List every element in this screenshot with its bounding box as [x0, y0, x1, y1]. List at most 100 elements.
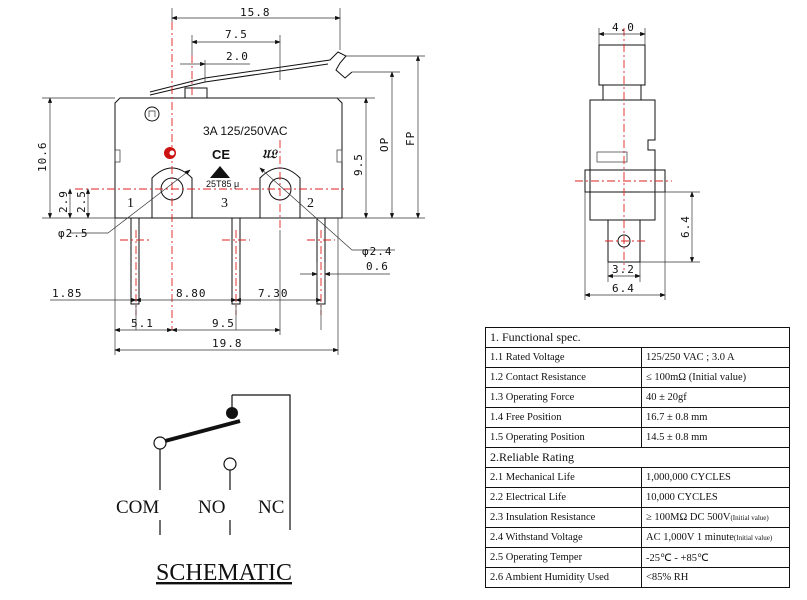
dim-5-1: 5.1 — [131, 317, 154, 330]
spec-label: 2.2 Electrical Life — [485, 487, 642, 508]
spec-row: 2.6 Ambient Humidity Used<85% RH — [485, 567, 790, 588]
spec-value: 1,000,000 CYCLES — [641, 467, 790, 488]
schematic-title: SCHEMATIC — [156, 560, 292, 586]
rivet-mark — [148, 110, 156, 117]
side-flange — [584, 169, 666, 193]
spec-label: 1.4 Free Position — [485, 407, 642, 428]
spec-value: 10,000 CYCLES — [641, 487, 790, 508]
spec-section-header: 1. Functional spec. — [485, 327, 790, 348]
spec-section-header: 2.Reliable Rating — [485, 447, 790, 468]
dim-9-5-vertical: 9.5 — [352, 153, 365, 176]
spec-value-note: (Initial value) — [733, 534, 773, 542]
dim-2-0: 2.0 — [226, 50, 249, 63]
spec-value: AC 1,000V 1 minute(Initial value) — [641, 527, 790, 548]
spec-value-text: -25℃ - +85℃ — [646, 552, 709, 564]
lever-inner — [149, 63, 329, 96]
dim-fp: FP — [404, 131, 417, 146]
spec-value-text: 1,000,000 CYCLES — [646, 472, 731, 483]
leader-phi2-5-arrow — [107, 169, 191, 234]
lever — [149, 51, 353, 93]
schematic-no-terminal — [223, 457, 237, 471]
spec-row: 1.5 Operating Position 14.5 ± 0.8 mm — [485, 427, 790, 448]
cert-code: 25T85 μ — [206, 179, 239, 189]
spec-label: 2.3 Insulation Resistance — [485, 507, 642, 528]
spec-value-text: 10,000 CYCLES — [646, 492, 718, 503]
dim-phi2-4: φ2.4 — [362, 245, 393, 258]
spec-value-text: ≤ 100mΩ (Initial value) — [646, 372, 747, 383]
spec-value: 14.5 ± 0.8 mm — [641, 427, 790, 448]
dim-15-8: 15.8 — [240, 6, 271, 19]
leader-phi2-4-arrow — [259, 167, 353, 251]
dim-6-4-vertical: 6.4 — [679, 215, 692, 238]
dim-1-85: 1.85 — [52, 287, 83, 300]
spec-label: 1.2 Contact Resistance — [485, 367, 642, 388]
dim-op: OP — [378, 137, 391, 152]
spec-value: 40 ± 20gf — [641, 387, 790, 408]
spec-label: 2.5 Operating Temper — [485, 547, 642, 568]
schematic-nc-label: NC — [258, 497, 284, 518]
cert-mark-red-icon — [164, 147, 176, 159]
dim-8-80: 8.80 — [176, 287, 207, 300]
spec-value-text: AC 1,000V 1 minute — [646, 532, 734, 543]
pin-label-3: 3 — [221, 196, 228, 211]
dim-7-5: 7.5 — [225, 28, 248, 41]
spec-label: 2.1 Mechanical Life — [485, 467, 642, 488]
side-body — [589, 99, 656, 221]
spec-label: 2.4 Withstand Voltage — [485, 527, 642, 548]
ce-mark-icon: CE — [212, 147, 230, 162]
side-plunger — [598, 44, 646, 86]
spec-row: 2.3 Insulation Resistance≥ 100MΩ DC 500V… — [485, 507, 790, 528]
plunger — [184, 87, 208, 99]
dim-0-6: 0.6 — [366, 260, 389, 273]
spec-label: 1.1 Rated Voltage — [485, 347, 642, 368]
spec-row: 1.4 Free Position 16.7 ± 0.8 mm — [485, 407, 790, 428]
body-notch-left — [114, 149, 121, 163]
dim-19-8: 19.8 — [212, 337, 243, 350]
spec-value-text: ≥ 100MΩ DC 500V — [646, 512, 731, 523]
spec-value: 125/250 VAC ; 3.0 A — [641, 347, 790, 368]
spec-row: 2.2 Electrical Life 10,000 CYCLES — [485, 487, 790, 508]
dim-phi2-5: φ2.5 — [58, 227, 89, 240]
schematic-no-label: NO — [198, 497, 225, 518]
spec-value: <85% RH — [641, 567, 790, 588]
dim-10-6: 10.6 — [36, 142, 49, 173]
front-view: 3A 125/250VAC CE 𝔘𝔏 25T85 μ 1 3 2 15.8 7… — [36, 6, 425, 355]
ul-mark-icon: 𝔘𝔏 — [262, 147, 279, 161]
spec-value: ≤ 100mΩ (Initial value) — [641, 367, 790, 388]
dim-7-30: 7.30 — [258, 287, 289, 300]
pin-label-2: 2 — [307, 196, 314, 211]
spec-value-text: 40 ± 20gf — [646, 392, 687, 403]
schematic-com-label: COM — [116, 497, 159, 518]
pin-label-1: 1 — [127, 196, 134, 211]
schematic-com-terminal — [153, 436, 167, 450]
spec-value: ≥ 100MΩ DC 500V(Initial value) — [641, 507, 790, 528]
spec-value-text: 14.5 ± 0.8 mm — [646, 432, 708, 443]
pin-1 — [130, 217, 140, 305]
tuv-triangle-icon — [210, 166, 230, 178]
pin-2 — [316, 217, 326, 305]
spec-section-label: 1. Functional spec. — [485, 327, 790, 348]
dim-2-9: 2.9 — [57, 190, 70, 213]
body-notch-right — [336, 149, 343, 163]
side-slot — [596, 151, 628, 163]
spec-row: 1.2 Contact Resistance ≤ 100mΩ (Initial v… — [485, 367, 790, 388]
dim-4-0: 4.0 — [612, 21, 635, 34]
rivet — [144, 106, 160, 122]
schematic-contact-arm — [164, 419, 241, 443]
spec-row: 2.5 Operating Temper -25℃ - +85℃ — [485, 547, 790, 568]
dim-2-5: 2.5 — [75, 190, 88, 213]
side-plunger-base — [602, 84, 642, 101]
dim-6-4-horizontal: 6.4 — [612, 282, 635, 295]
spec-value-text: 16.7 ± 0.8 mm — [646, 412, 708, 423]
spec-row: 2.1 Mechanical Life 1,000,000 CYCLES — [485, 467, 790, 488]
spec-value: -25℃ - +85℃ — [641, 547, 790, 568]
spec-label: 1.5 Operating Position — [485, 427, 642, 448]
spec-label: 2.6 Ambient Humidity Used — [485, 567, 642, 588]
schematic-nc-contact — [226, 407, 238, 419]
dim-3-2: 3.2 — [612, 263, 635, 276]
